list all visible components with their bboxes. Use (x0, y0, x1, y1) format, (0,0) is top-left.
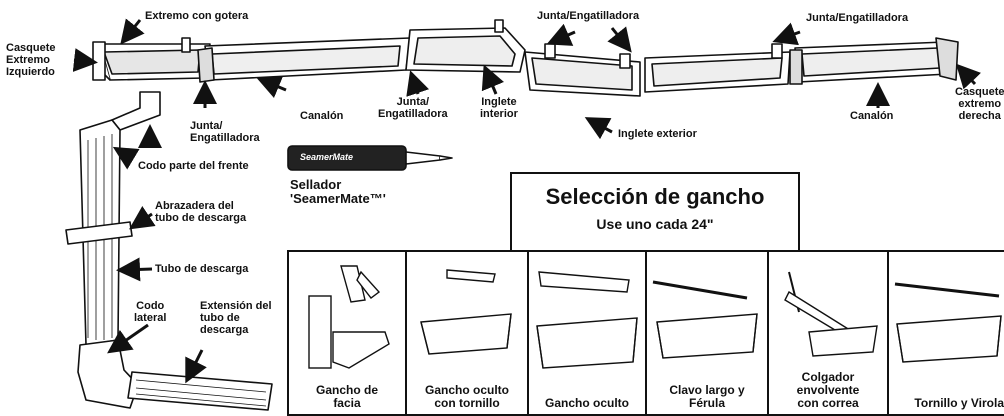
hanger-option-fascia-line2: facia (333, 396, 361, 410)
label-front-elbow: Codo parte del frente (138, 160, 249, 172)
label-right-end-cap-line1: Casquete (955, 86, 1004, 98)
fascia-hanger-icon (308, 265, 390, 369)
label-side-elbow-line1: Codo (136, 300, 165, 312)
hanger-option-screw-ferrule: Tornillo y Virola (889, 252, 1004, 414)
label-sealer-line1: Sellador (290, 177, 342, 192)
hanger-option-screw-ferrule-line1: Tornillo y Virola (914, 396, 1004, 410)
hanger-option-spike-ferrule-label: Clavo largo y Férula (647, 384, 767, 410)
label-downspout-extension-line3: descarga (200, 324, 249, 336)
sealant-tube-icon (287, 145, 453, 171)
label-gutter-right: Canalón (850, 110, 894, 122)
label-left-end-cap-line2: Extremo (6, 54, 51, 66)
label-downspout-extension-line2: tubo de (200, 312, 240, 324)
hanger-option-hidden-label: Gancho oculto (529, 397, 645, 410)
label-inside-miter-line2: interior (480, 108, 518, 120)
canalon-middle (644, 43, 791, 93)
label-side-elbow: Codo lateral (134, 300, 166, 324)
label-downspout-bracket-line2: tubo de descarga (155, 212, 247, 224)
hanger-selection-header: Selección de gancho Use uno cada 24" (510, 172, 800, 252)
hanger-options-panel: Gancho de facia Gancho oculto con tornil… (287, 250, 1004, 416)
label-inside-miter: Inglete interior (480, 96, 518, 120)
hanger-selection-subtitle: Use uno cada 24" (596, 216, 714, 232)
label-downspout-bracket: Abrazadera del tubo de descarga (155, 200, 246, 224)
screw-ferrule-icon (894, 282, 1002, 363)
downspout-extension (127, 371, 273, 411)
hanger-option-spike-ferrule-line1: Clavo largo y (669, 383, 745, 397)
label-joint-middle-line2: Engatilladora (378, 108, 448, 120)
spike-ferrule-icon (652, 280, 758, 359)
hanger-option-hidden-screw-line1: Gancho oculto (425, 383, 509, 397)
downspout-bracket (65, 221, 133, 245)
hanger-selection-title: Selección de gancho (545, 184, 765, 209)
label-joint-left-line1: Junta/ (190, 120, 223, 132)
canalon-right (789, 37, 959, 85)
label-left-end-cap-line3: Izquierdo (6, 66, 55, 78)
label-joint-top-2: Junta/Engatilladora (806, 12, 909, 24)
hanger-option-fascia: Gancho de facia (289, 252, 407, 414)
hanger-option-hidden-screw: Gancho oculto con tornillo (407, 252, 529, 414)
hanger-option-spike-ferrule-line2: Férula (688, 396, 725, 410)
hanger-option-hidden-screw-label: Gancho oculto con tornillo (407, 384, 527, 410)
label-right-end-cap-line2: extremo (958, 98, 1002, 110)
label-joint-middle: Junta/ Engatilladora (378, 96, 448, 120)
hidden-hanger-icon (536, 271, 638, 369)
label-downspout: Tubo de descarga (155, 263, 249, 275)
label-joint-left: Junta/ Engatilladora (190, 120, 260, 144)
label-joint-middle-line1: Junta/ (396, 96, 430, 108)
label-gutter-left: Canalón (300, 110, 344, 122)
label-inside-miter-line1: Inglete (481, 96, 517, 108)
label-downspout-extension: Extensión del tubo de descarga (200, 300, 272, 336)
label-end-cap-with-outlet: Extremo con gotera (145, 10, 249, 22)
label-left-end-cap-line1: Casquete (6, 42, 56, 54)
hanger-option-strap-line3: con correa (797, 396, 859, 410)
label-downspout-bracket-line1: Abrazadera del (155, 200, 234, 212)
hanger-option-strap-line1: Colgador (801, 370, 855, 384)
canalon-left (197, 37, 411, 83)
hanger-option-strap: Colgador envolvente con correa (769, 252, 889, 414)
label-sealer: Sellador 'SeamerMate™' (290, 178, 386, 206)
label-outside-miter: Inglete exterior (618, 128, 697, 140)
hanger-option-hidden-line1: Gancho oculto (545, 396, 629, 410)
label-side-elbow-line2: lateral (134, 312, 167, 324)
label-joint-top-1: Junta/Engatilladora (537, 10, 640, 22)
label-left-end-cap: Casquete Extremo Izquierdo (6, 42, 56, 78)
strap-hanger-icon (784, 271, 878, 357)
hanger-option-strap-label: Colgador envolvente con correa (769, 371, 887, 410)
hanger-option-screw-ferrule-label: Tornillo y Virola (889, 397, 1004, 410)
hanger-option-hidden: Gancho oculto (529, 252, 647, 414)
sealer-brand-label: SeamerMate (300, 152, 354, 162)
hanger-option-spike-ferrule: Clavo largo y Férula (647, 252, 769, 414)
outside-miter-run (524, 43, 641, 97)
hidden-hanger-screw-icon (420, 269, 512, 355)
left-gutter-run (92, 37, 211, 81)
hanger-option-hidden-screw-line2: con tornillo (434, 396, 500, 410)
hanger-option-fascia-label: Gancho de facia (289, 384, 405, 410)
hanger-option-strap-line2: envolvente (796, 383, 860, 397)
front-elbow (111, 91, 161, 131)
hanger-option-fascia-line1: Gancho de (315, 383, 378, 397)
label-right-end-cap: Casquete extremo derecha (955, 86, 1004, 122)
inside-miter (405, 19, 526, 73)
label-joint-left-line2: Engatilladora (190, 132, 260, 144)
label-right-end-cap-line3: derecha (958, 110, 1001, 122)
label-downspout-extension-line1: Extensión del (200, 300, 272, 312)
label-sealer-line2: 'SeamerMate™' (290, 191, 386, 206)
